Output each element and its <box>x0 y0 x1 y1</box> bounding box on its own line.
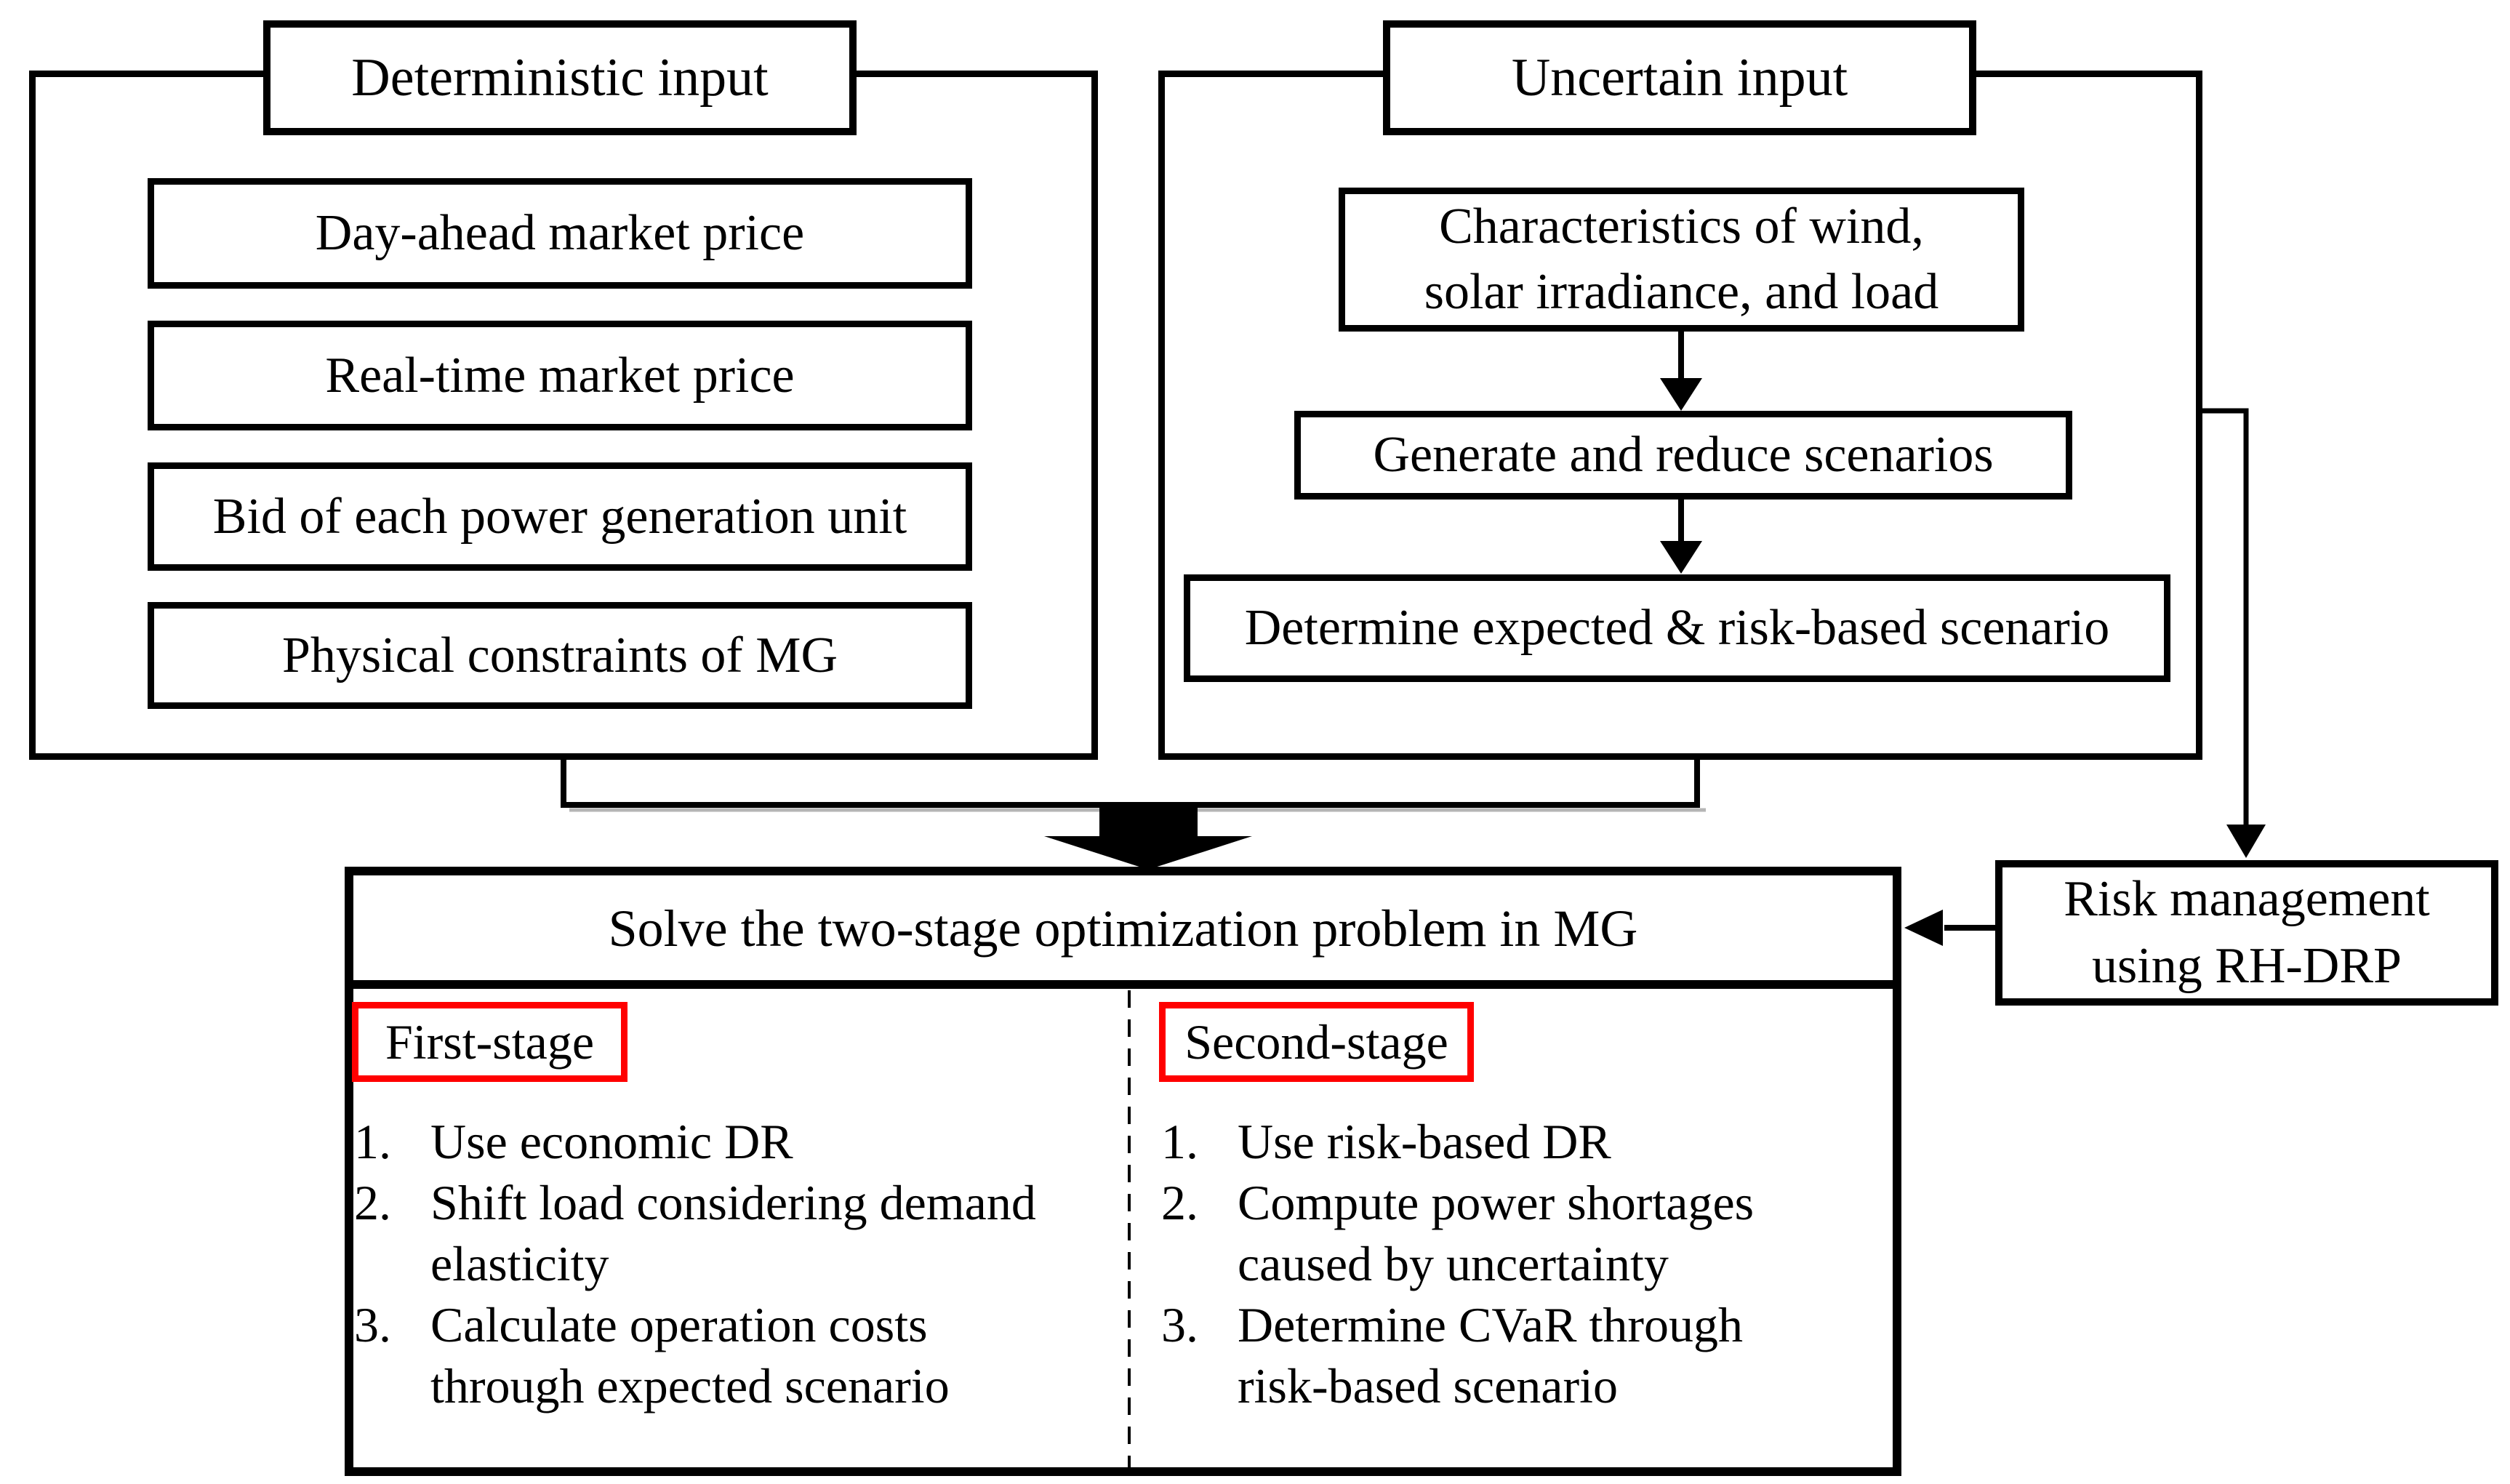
item-text: Calculate operation costs through expect… <box>430 1294 950 1416</box>
big-down-arrow-icon <box>1044 802 1252 870</box>
box-day-ahead-market-price: Day-ahead market price <box>148 178 972 289</box>
list-item: 2. Shift load considering demand elastic… <box>354 1172 1103 1294</box>
box-label: Risk management using RH-DRP <box>2064 866 2430 1000</box>
solve-title-text: Solve the two-stage optimization problem… <box>608 899 1638 958</box>
connector-uncertain-to-risk <box>2200 408 2249 827</box>
item-text: Use economic DR <box>430 1111 793 1172</box>
list-item: 3. Calculate operation costs through exp… <box>354 1294 1103 1416</box>
item-line: Shift load considering demand <box>430 1175 1036 1230</box>
item-text: Use risk-based DR <box>1238 1111 1611 1172</box>
solve-title: Solve the two-stage optimization problem… <box>353 877 1893 980</box>
item-number: 1. <box>354 1114 391 1169</box>
second-stage-label: Second-stage <box>1184 1014 1448 1070</box>
second-stage-label-box: Second-stage <box>1159 1002 1474 1082</box>
solve-title-separator <box>345 980 1901 989</box>
risk-line1: Risk management <box>2064 871 2430 927</box>
list-item: 3. Determine CVaR through risk-based sce… <box>1161 1294 1888 1416</box>
box-real-time-market-price: Real-time market price <box>148 321 972 430</box>
box-label: Determine expected & risk-based scenario <box>1244 600 2110 656</box>
item-line: Calculate operation costs <box>430 1297 928 1352</box>
item-number: 1. <box>1161 1114 1198 1169</box>
first-stage-label-box: First-stage <box>352 1002 628 1082</box>
second-stage-list: 1. Use risk-based DR 2. Compute power sh… <box>1161 1111 1888 1416</box>
item-line: Compute power shortages <box>1238 1175 1755 1230</box>
list-item: 1. Use risk-based DR <box>1161 1111 1888 1172</box>
box-label: Day-ahead market price <box>315 205 805 261</box>
item-text: Determine CVaR through risk-based scenar… <box>1238 1294 1743 1416</box>
list-item: 2. Compute power shortages caused by unc… <box>1161 1172 1888 1294</box>
box-label: Bid of each power generation unit <box>212 488 907 545</box>
arrow-into-risk-head <box>2226 825 2266 858</box>
item-line: Determine CVaR through <box>1238 1297 1743 1352</box>
item-line: Use economic DR <box>430 1114 793 1169</box>
first-stage-label: First-stage <box>385 1014 595 1070</box>
box-characteristics: Characteristics of wind, solar irradianc… <box>1339 188 2024 332</box>
risk-line2: using RH-DRP <box>2092 938 2402 994</box>
box-determine-expected-risk-based-scenario: Determine expected & risk-based scenario <box>1184 574 2170 682</box>
item-line: risk-based scenario <box>1238 1358 1619 1413</box>
box-label: Generate and reduce scenarios <box>1373 427 1994 483</box>
item-text: Shift load considering demand elasticity <box>430 1172 1036 1294</box>
arrow-risk-to-solve-head <box>1904 910 1943 946</box>
list-item: 1. Use economic DR <box>354 1111 1103 1172</box>
box-label: Real-time market price <box>325 347 795 404</box>
deterministic-input-title: Deterministic input <box>351 48 769 108</box>
box-risk-management: Risk management using RH-DRP <box>1995 860 2498 1006</box>
item-number: 3. <box>1161 1297 1198 1352</box>
item-number: 2. <box>354 1175 391 1230</box>
box-label: Characteristics of wind, solar irradianc… <box>1424 194 1938 325</box>
item-text: Compute power shortages caused by uncert… <box>1238 1172 1754 1294</box>
characteristics-line2: solar irradiance, and load <box>1424 264 1939 320</box>
box-physical-constraints-of-mg: Physical constraints of MG <box>148 602 972 709</box>
uncertain-input-title: Uncertain input <box>1511 48 1848 108</box>
box-generate-and-reduce-scenarios: Generate and reduce scenarios <box>1294 411 2072 500</box>
item-line: caused by uncertainty <box>1238 1236 1669 1291</box>
box-label: Physical constraints of MG <box>281 627 838 683</box>
box-bid-of-each-power-generation-unit: Bid of each power generation unit <box>148 462 972 571</box>
uncertain-input-title-box: Uncertain input <box>1383 20 1976 135</box>
first-stage-list: 1. Use economic DR 2. Shift load conside… <box>354 1111 1103 1416</box>
item-line: Use risk-based DR <box>1238 1114 1611 1169</box>
item-line: elasticity <box>430 1236 609 1291</box>
item-number: 2. <box>1161 1175 1198 1230</box>
item-line: through expected scenario <box>430 1358 950 1413</box>
item-number: 3. <box>354 1297 391 1352</box>
solve-two-stage-box <box>345 867 1901 1476</box>
deterministic-input-title-box: Deterministic input <box>263 20 857 135</box>
characteristics-line1: Characteristics of wind, <box>1439 198 1924 254</box>
